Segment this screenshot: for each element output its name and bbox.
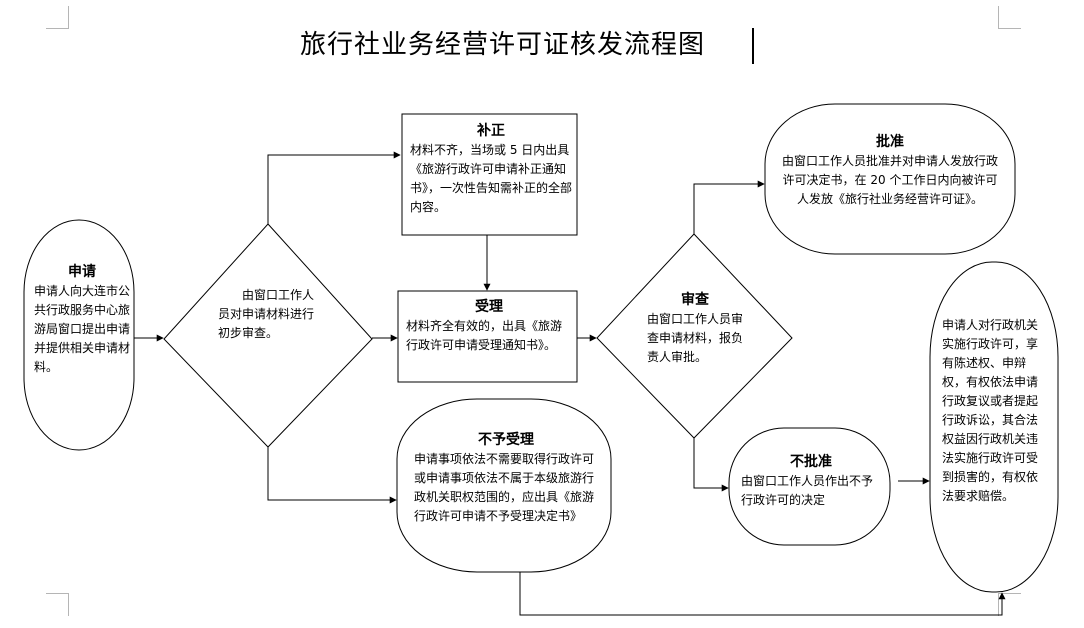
accept-node-title: 受理 — [475, 299, 503, 315]
review-node: 审查 由窗口工作人员审查申请材料，报负责人审批。 — [647, 290, 743, 367]
apply-node: 申请 申请人向大连市公共行政服务中心旅游局窗口提出申请并提供相关申请材料。 — [34, 262, 130, 377]
arrow-review-to-approve — [693, 180, 765, 234]
initial-review-text: 由窗口工作人员对申请材料进行初步审查。 — [218, 288, 315, 340]
corner-mark-top-left — [46, 6, 69, 29]
page-title: 旅行社业务经营许可证核发流程图 — [300, 30, 706, 60]
deny-node: 不批准 由窗口工作人员作出不予行政许可的决定 — [741, 452, 881, 510]
supplement-node-title: 补正 — [477, 123, 505, 139]
arrow-initial-review-to-supplement — [267, 151, 401, 224]
deny-node-text: 由窗口工作人员作出不予行政许可的决定 — [741, 474, 874, 507]
arrow-reject-to-rights — [519, 572, 1006, 616]
reject-node-title: 不予受理 — [478, 432, 534, 448]
supplement-node: 补正 材料不齐，当场或 5 日内出具《旅游行政许可申请补正通知书》，一次性告知需… — [410, 121, 572, 217]
accept-node-text: 材料齐全有效的，出具《旅游行政许可申请受理通知书》。 — [406, 319, 563, 352]
review-node-text: 由窗口工作人员审查申请材料，报负责人审批。 — [647, 312, 744, 364]
accept-node: 受理 材料齐全有效的，出具《旅游行政许可申请受理通知书》。 — [406, 297, 572, 355]
review-node-title: 审查 — [681, 292, 709, 308]
apply-node-text: 申请人向大连市公共行政服务中心旅游局窗口提出申请并提供相关申请材料。 — [34, 284, 131, 374]
arrow-initial-review-to-reject — [267, 447, 397, 504]
rights-node-text: 申请人对行政机关实施行政许可，享有陈述权、申辩权，有权依法申请行政复议或者提起行… — [942, 318, 1039, 503]
reject-node: 不予受理 申请事项依法不需要取得行政许可或申请事项依法不属于本级旅游行政机关职权… — [414, 430, 598, 526]
approve-node-title: 批准 — [876, 134, 904, 150]
apply-node-shape — [23, 219, 135, 451]
supplement-node-shape — [401, 113, 578, 236]
corner-mark-top-right — [998, 6, 1021, 29]
text-cursor — [752, 28, 754, 64]
approve-node-shape — [764, 103, 1016, 255]
reject-node-shape — [396, 398, 612, 573]
reject-node-text: 申请事项依法不需要取得行政许可或申请事项依法不属于本级旅游行政机关职权范围的，应… — [414, 452, 595, 523]
corner-mark-bottom-left — [46, 593, 69, 616]
deny-node-shape — [728, 427, 891, 546]
deny-node-title: 不批准 — [790, 454, 832, 470]
approve-node-text: 由窗口工作人员批准并对申请人发放行政许可决定书，在 20 个工作日内向被许可人发… — [782, 154, 999, 206]
corner-mark-bottom-right — [998, 593, 1021, 616]
arrow-review-to-deny — [693, 438, 729, 492]
rights-node-shape — [929, 261, 1059, 593]
apply-node-title: 申请 — [68, 264, 96, 280]
accept-node-shape — [397, 290, 578, 383]
supplement-node-text: 材料不齐，当场或 5 日内出具《旅游行政许可申请补正通知书》，一次性告知需补正的… — [410, 143, 573, 214]
rights-node: 申请人对行政机关实施行政许可，享有陈述权、申辩权，有权依法申请行政复议或者提起行… — [942, 316, 1046, 506]
initial-review-node: 由窗口工作人员对申请材料进行初步审查。 — [218, 286, 324, 343]
approve-node: 批准 由窗口工作人员批准并对申请人发放行政许可决定书，在 20 个工作日内向被许… — [782, 132, 998, 209]
